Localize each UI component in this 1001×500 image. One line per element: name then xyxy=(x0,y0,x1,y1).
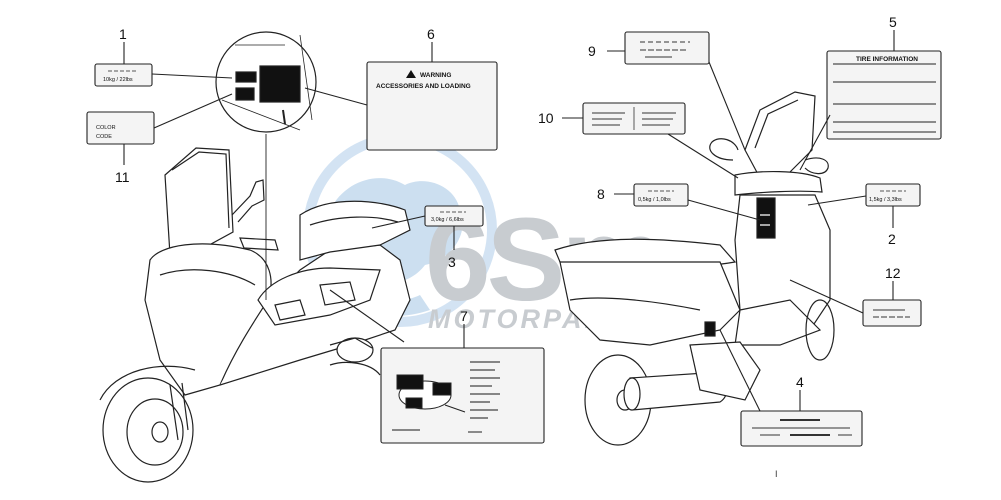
scooter-right-view xyxy=(554,91,835,446)
label-6-warning: WARNING ACCESSORIES AND LOADING xyxy=(366,61,498,151)
label-8-load-limit: 0,5kg / 1,0lbs xyxy=(633,183,689,207)
label-2-load-limit: 1,5kg / 3,3lbs xyxy=(865,183,921,207)
label-4 xyxy=(740,410,863,447)
callout-7: 7 xyxy=(460,308,468,324)
callout-6: 6 xyxy=(427,26,435,42)
page-marker: I xyxy=(775,469,778,479)
leader-lines xyxy=(123,30,895,412)
label-11-color-code: COLOR CODE xyxy=(86,111,155,145)
label-8-text: 0,5kg / 1,0lbs xyxy=(638,197,671,203)
callout-numbers: 1 2 3 4 5 6 7 8 9 10 11 12 xyxy=(115,14,901,390)
detail-circle xyxy=(215,31,317,300)
callout-9: 9 xyxy=(588,43,596,59)
label-3-load-limit: 3,0kg / 6,6lbs xyxy=(424,205,484,227)
callout-10: 10 xyxy=(538,110,554,126)
callout-3: 3 xyxy=(448,254,456,270)
label-11-line2: CODE xyxy=(96,134,112,140)
callout-2: 2 xyxy=(888,231,896,247)
label-11-line1: COLOR xyxy=(96,125,116,131)
label-7-instruction xyxy=(380,347,545,444)
label-1-text: 10kg / 22lbs xyxy=(103,77,133,83)
label-5-title: TIRE INFORMATION xyxy=(856,56,918,63)
label-9 xyxy=(624,31,710,65)
callout-5: 5 xyxy=(889,14,897,30)
callout-8: 8 xyxy=(597,186,605,202)
label-12 xyxy=(862,299,922,327)
scooter-left-view xyxy=(99,147,411,483)
warning-icon xyxy=(406,70,416,78)
callout-1: 1 xyxy=(119,26,127,42)
label-2-text: 1,5kg / 3,3lbs xyxy=(869,197,902,203)
callout-12: 12 xyxy=(885,265,901,281)
label-6-line2: ACCESSORIES AND LOADING xyxy=(376,83,471,90)
callout-4: 4 xyxy=(796,374,804,390)
label-10 xyxy=(582,102,686,135)
callout-11: 11 xyxy=(115,169,130,185)
label-3-text: 3,0kg / 6,6lbs xyxy=(431,217,464,223)
label-1-load-limit: 10kg / 22lbs xyxy=(94,63,153,87)
label-5-tire-information: TIRE INFORMATION xyxy=(826,50,942,140)
label-6-line1: WARNING xyxy=(420,72,451,79)
